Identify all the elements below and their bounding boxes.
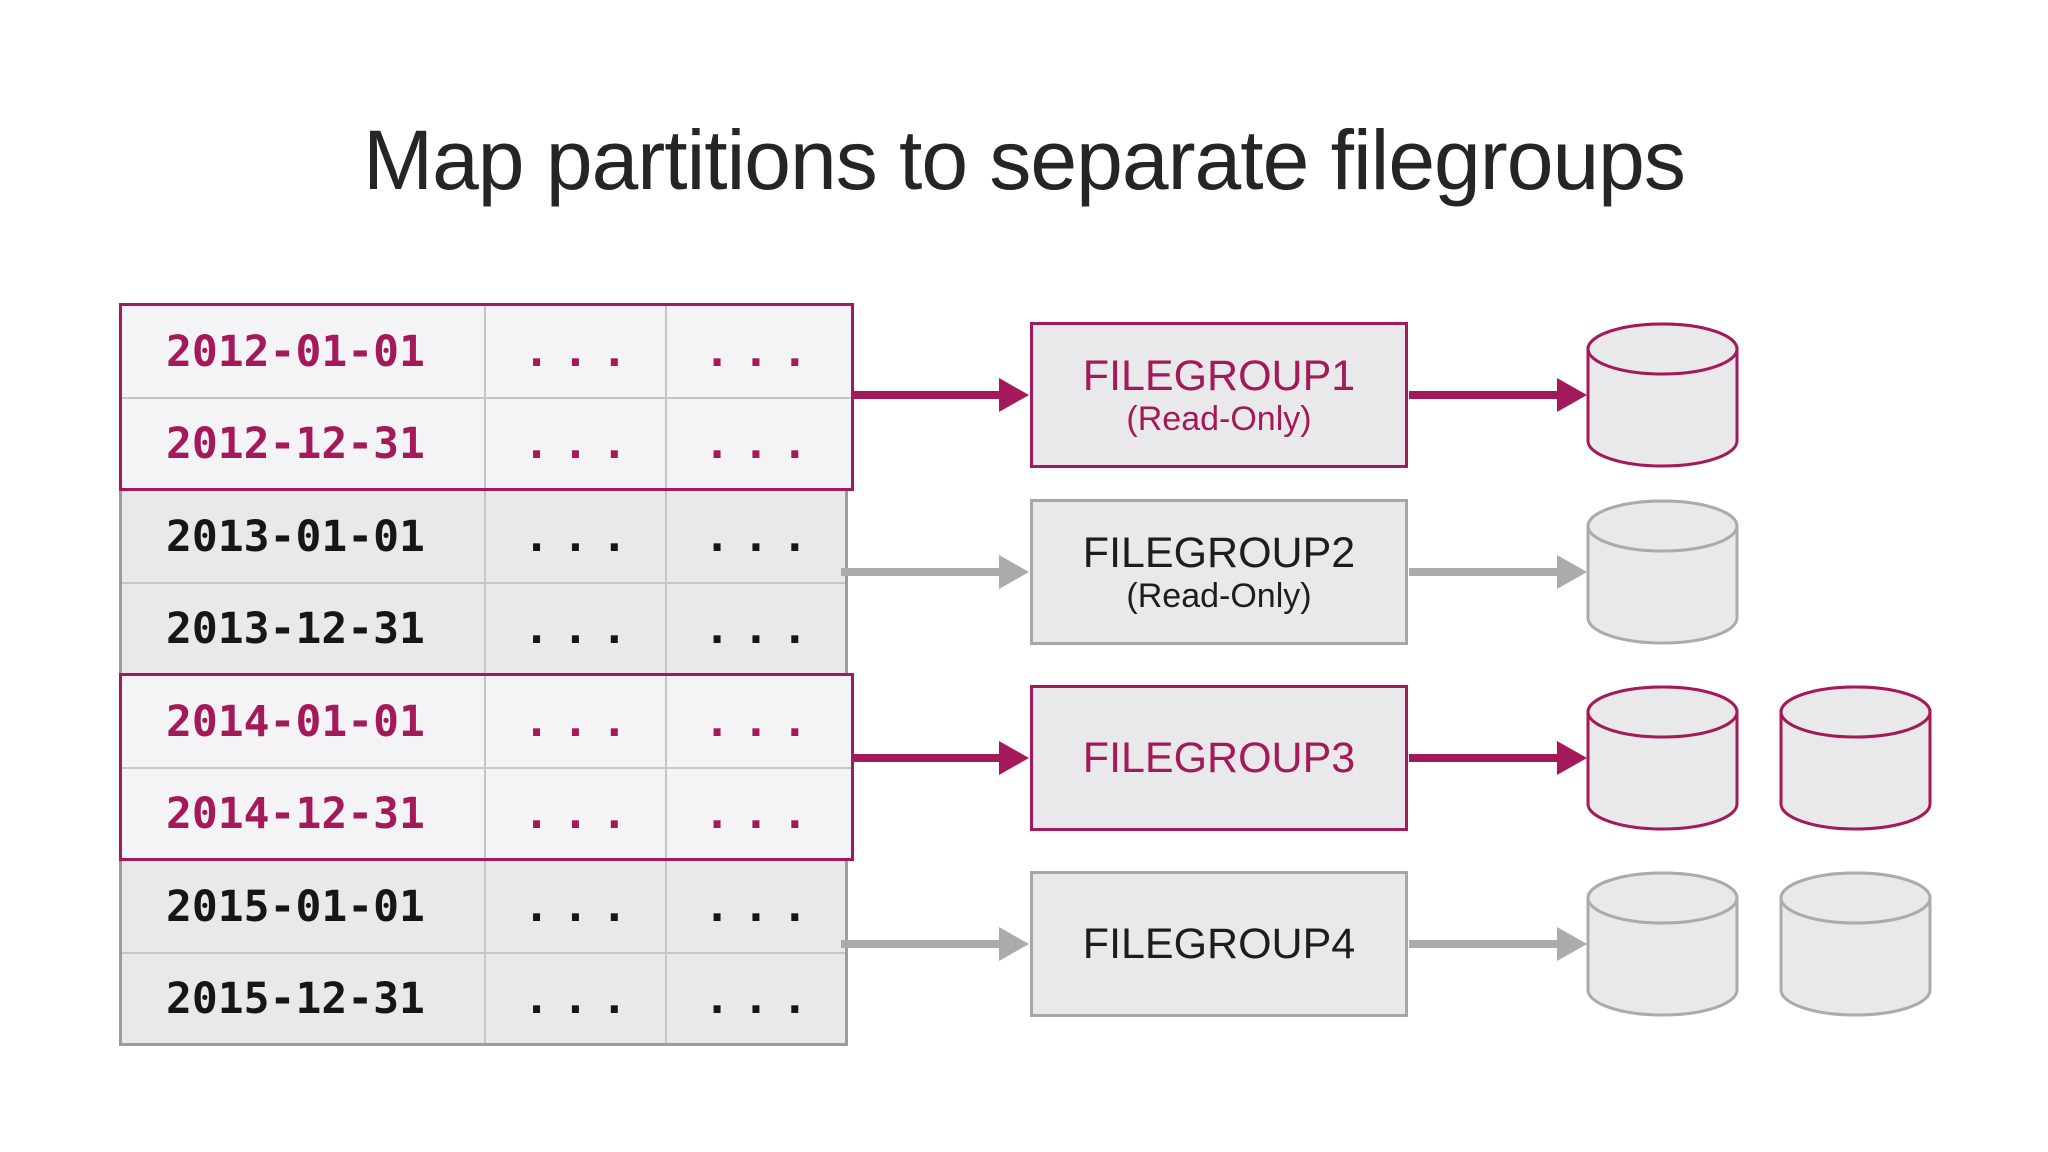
table-row: 2012-12-31...... [122,397,851,488]
filegroup-name: FILEGROUP4 [1082,919,1356,968]
date-cell: 2013-12-31 [166,603,425,654]
table-row: 2014-01-01...... [122,676,851,767]
database-cylinder-icon [1586,499,1739,645]
date-cell: 2015-12-31 [166,973,425,1024]
ellipsis-cell: ... [484,399,665,488]
table-row: 2013-12-31...... [122,582,845,673]
database-cylinder-icon [1779,871,1932,1017]
table-row: 2012-01-01...... [122,306,851,397]
ellipsis-cell: ... [484,954,665,1043]
filegroup-box: FILEGROUP4 [1030,871,1408,1017]
partition-table: 2012-01-01......2012-12-31......2013-01-… [119,303,854,1046]
filegroup-name: FILEGROUP2 [1082,528,1356,577]
ellipsis-cell: ... [484,306,665,397]
gray-arrow-icon [1409,555,1587,589]
ellipsis-cell: ... [484,584,665,673]
table-row: 2015-01-01...... [122,861,845,952]
filegroup-readonly-label: (Read-Only) [1126,577,1312,616]
date-cell: 2014-12-31 [166,788,425,839]
ellipsis-cell: ... [665,584,845,673]
partition-group: 2013-01-01......2013-12-31...... [122,491,845,673]
ellipsis-cell: ... [484,491,665,582]
date-cell: 2013-01-01 [166,511,425,562]
ellipsis-cell: ... [665,861,845,952]
gray-arrow-icon [841,555,1029,589]
partition-group: 2012-01-01......2012-12-31...... [119,303,854,491]
filegroup-name: FILEGROUP1 [1082,351,1356,400]
partition-group: 2014-01-01......2014-12-31...... [119,673,854,861]
ellipsis-cell: ... [665,306,845,397]
ellipsis-cell: ... [665,399,845,488]
date-cell: 2012-01-01 [166,326,425,377]
date-cell: 2014-01-01 [166,696,425,747]
ellipsis-cell: ... [665,676,845,767]
partition-group: 2015-01-01......2015-12-31...... [122,861,845,1043]
highlight-arrow-icon [1409,378,1587,412]
table-row: 2015-12-31...... [122,952,845,1043]
filegroup-readonly-label: (Read-Only) [1126,400,1312,439]
highlight-arrow-icon [1409,741,1587,775]
gray-arrow-icon [841,927,1029,961]
filegroup-box: FILEGROUP2(Read-Only) [1030,499,1408,645]
database-cylinder-icon [1586,322,1739,468]
ellipsis-cell: ... [665,769,845,858]
gray-arrow-icon [1409,927,1587,961]
ellipsis-cell: ... [484,861,665,952]
ellipsis-cell: ... [665,954,845,1043]
filegroup-box: FILEGROUP3 [1030,685,1408,831]
ellipsis-cell: ... [665,491,845,582]
table-row: 2014-12-31...... [122,767,851,858]
database-cylinder-icon [1586,685,1739,831]
ellipsis-cell: ... [484,769,665,858]
date-cell: 2015-01-01 [166,881,425,932]
filegroup-name: FILEGROUP3 [1082,733,1356,782]
date-cell: 2012-12-31 [166,418,425,469]
slide-title: Map partitions to separate filegroups [363,113,1686,207]
highlight-arrow-icon [841,741,1029,775]
database-cylinder-icon [1779,685,1932,831]
filegroup-box: FILEGROUP1(Read-Only) [1030,322,1408,468]
database-cylinder-icon [1586,871,1739,1017]
table-row: 2013-01-01...... [122,491,845,582]
ellipsis-cell: ... [484,676,665,767]
highlight-arrow-icon [841,378,1029,412]
